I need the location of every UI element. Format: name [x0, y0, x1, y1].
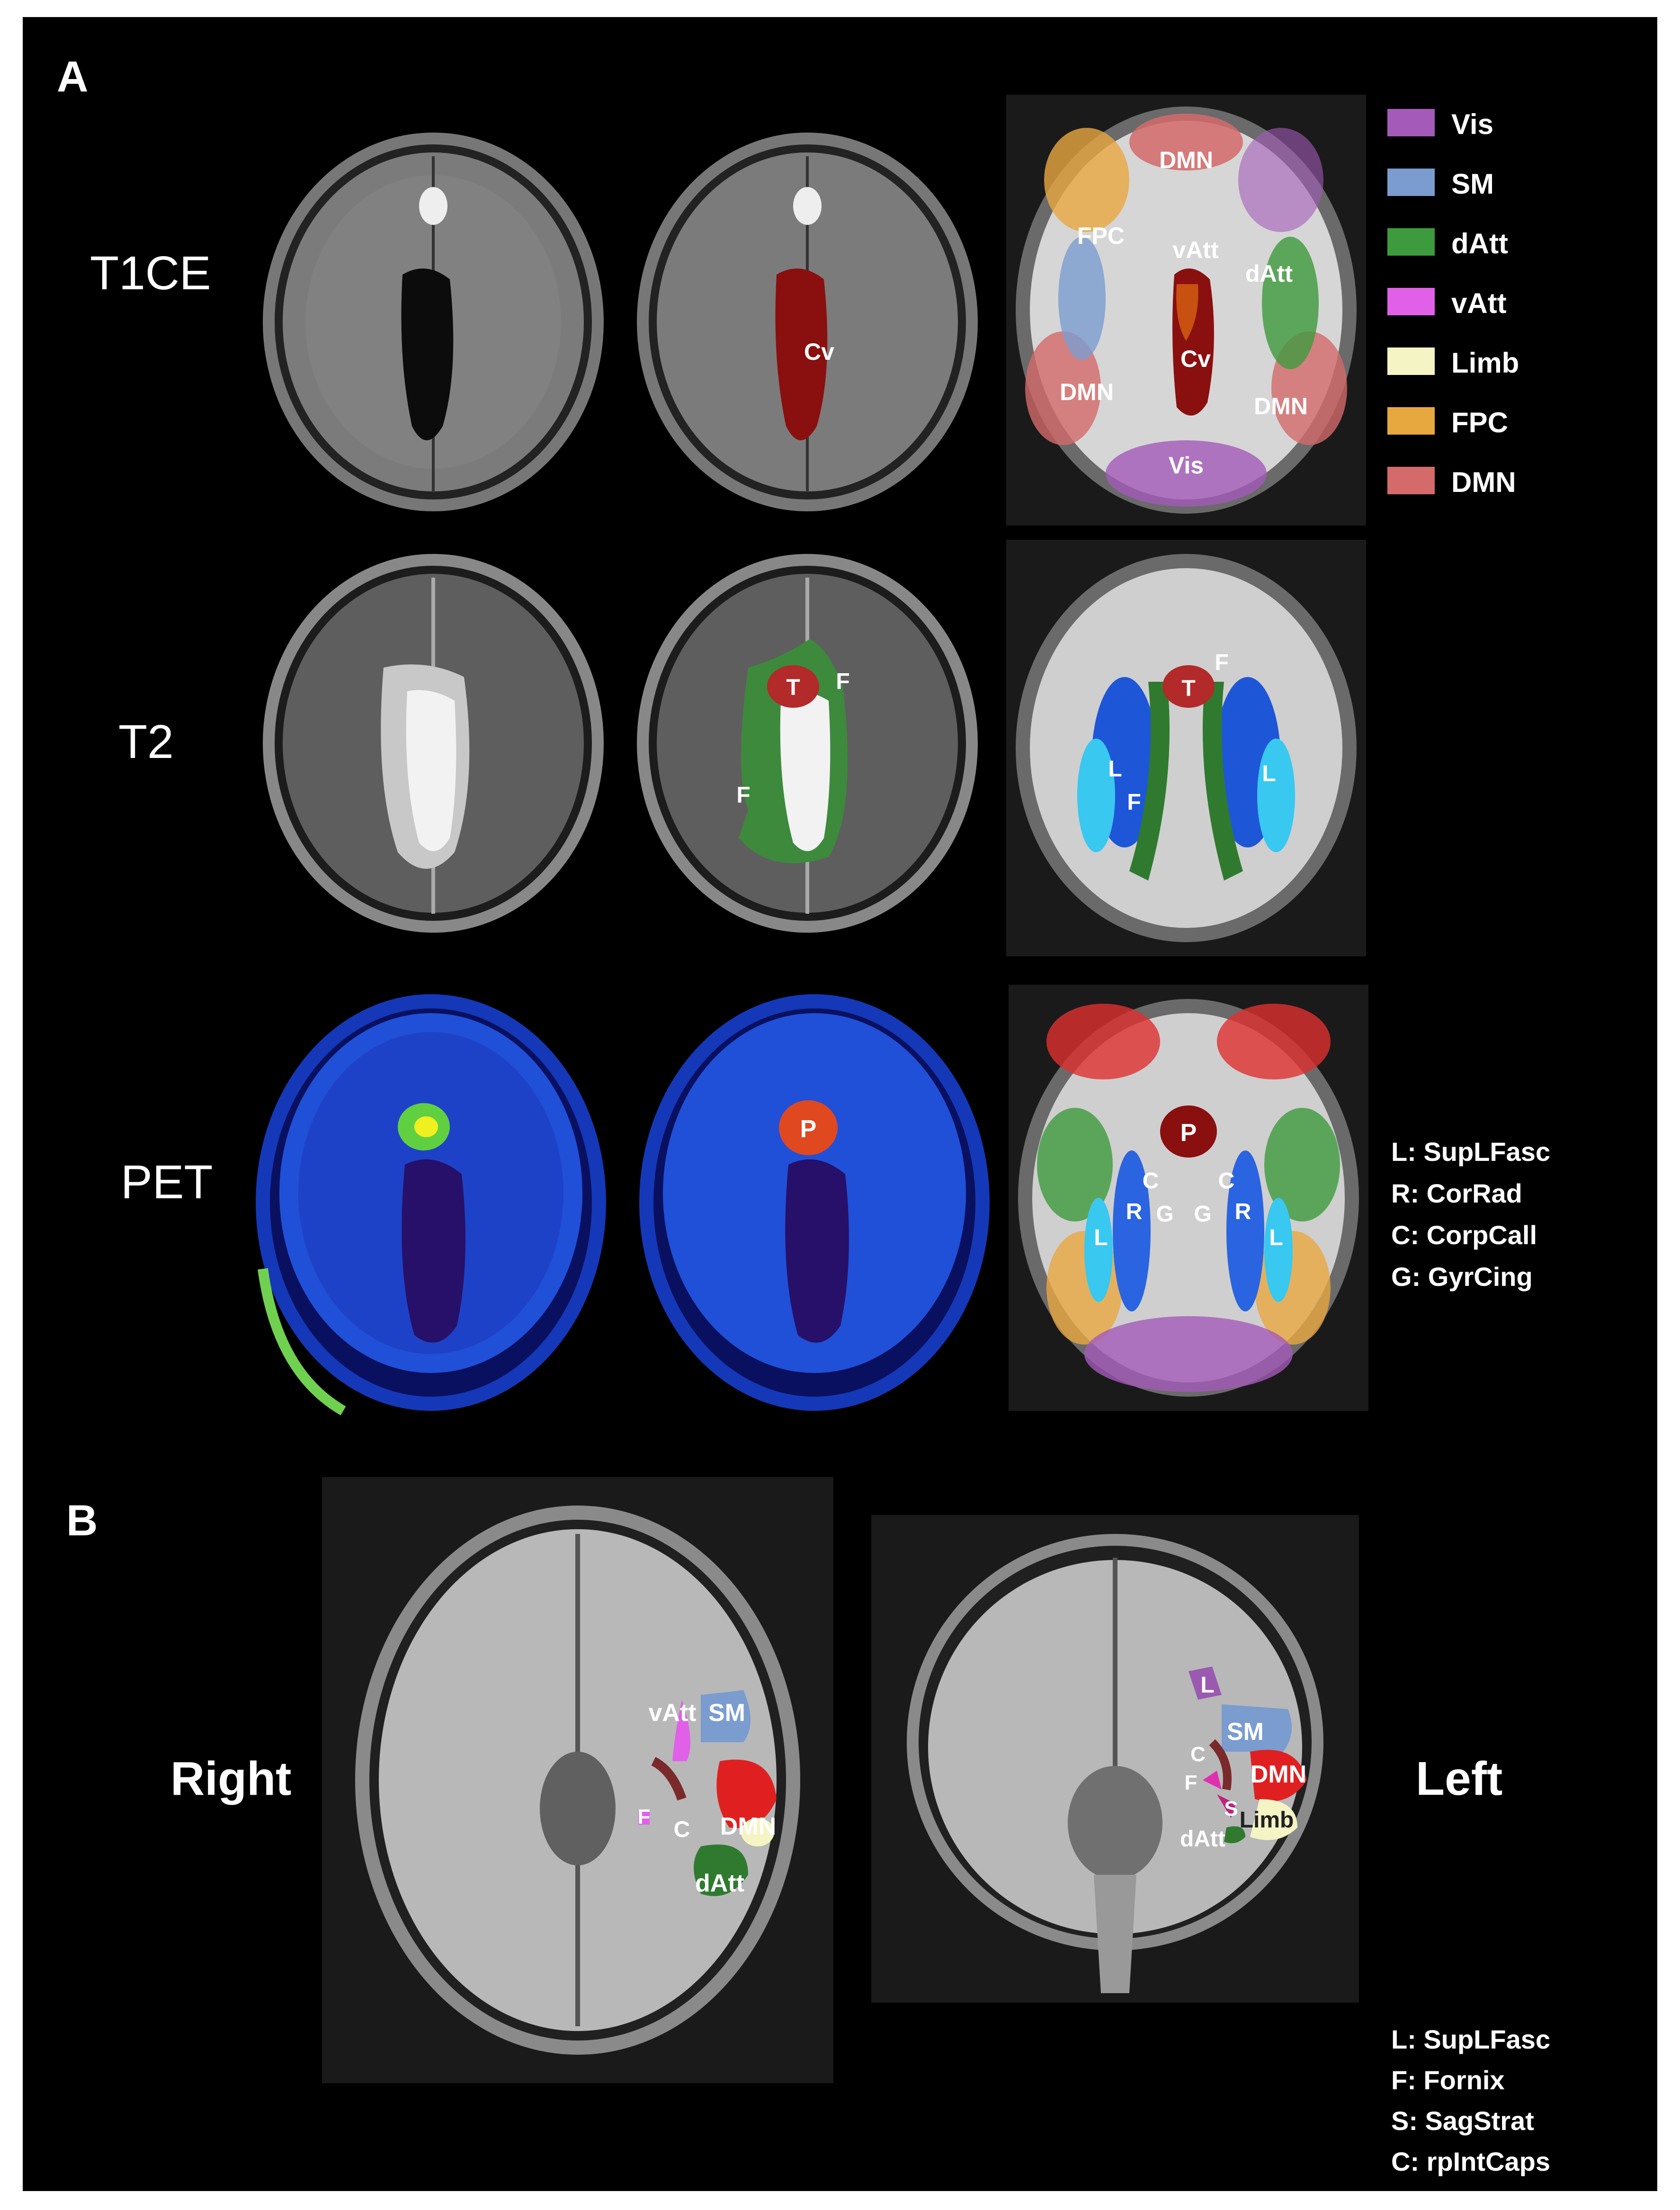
label-f-lower: F	[736, 783, 750, 808]
abbreviation-list-b: L: SupLFasc F: Fornix S: SagStrat C: rpI…	[1391, 2024, 1550, 2187]
abbreviation-item: S: SagStrat	[1391, 2106, 1534, 2136]
pet-network-tract-atlas: P C C R R G G L L	[1009, 985, 1368, 1411]
label-datt-coronal: dAtt	[1180, 1827, 1225, 1852]
legend-label: DMN	[1451, 466, 1516, 498]
t2-axial-scan	[263, 554, 604, 933]
abbreviation-item: R: CorRad	[1391, 1178, 1522, 1208]
legend-swatch	[1387, 288, 1435, 315]
label-cv: Cv	[804, 339, 834, 365]
legend-swatch	[1387, 348, 1435, 375]
abbreviation-item: L: SupLFasc	[1391, 1137, 1551, 1167]
label-l-right: L	[1262, 761, 1276, 786]
t2-lesion-overlay-scan: T F F	[637, 554, 978, 933]
axial-mni-template: vAtt SM F C DMN dAtt	[322, 1477, 833, 2083]
legend-label: FPC	[1451, 407, 1508, 438]
label-cv-atlas: Cv	[1180, 346, 1211, 372]
abbreviation-item: G: GyrCing	[1391, 1262, 1533, 1292]
legend-label: Vis	[1451, 108, 1493, 140]
label-vatt-b: vAtt	[648, 1699, 696, 1727]
label-c-left: C	[1143, 1168, 1159, 1194]
label-t: T	[786, 675, 800, 700]
row-label-t1ce: T1CE	[90, 247, 211, 300]
label-s-coronal: S	[1224, 1797, 1238, 1820]
legend-swatch	[1387, 228, 1435, 256]
legend-swatch	[1387, 109, 1435, 136]
label-l-right-pet: L	[1269, 1225, 1283, 1250]
pet-axial-scan	[256, 994, 606, 1416]
legend-swatch	[1387, 407, 1435, 435]
row-label-pet: PET	[121, 1156, 213, 1209]
label-f-b: F	[638, 1805, 651, 1828]
legend-label: dAtt	[1451, 228, 1508, 259]
label-dmn-b: DMN	[720, 1813, 776, 1840]
label-vis: Vis	[1169, 452, 1204, 479]
label-l-left: L	[1108, 757, 1122, 782]
label-dmn-top: DMN	[1159, 147, 1213, 173]
label-f-atlas-bottom: F	[1127, 790, 1141, 815]
label-dmn-right: DMN	[1254, 393, 1308, 419]
row-label-t2: T2	[118, 715, 174, 768]
side-label-right: Right	[170, 1752, 292, 1805]
t2-tract-atlas: T F L F L	[1006, 540, 1366, 956]
label-p-atlas: P	[1180, 1119, 1197, 1147]
label-f: F	[836, 669, 849, 694]
label-c-coronal: C	[1190, 1743, 1206, 1766]
abbreviation-item: C: rpIntCaps	[1391, 2147, 1550, 2176]
label-f-coronal: F	[1185, 1771, 1197, 1794]
label-datt-b: dAtt	[695, 1870, 744, 1897]
t1ce-network-atlas: DMN FPC vAtt dAtt Cv DMN DMN Vis	[1006, 95, 1366, 526]
label-dmn-left: DMN	[1060, 379, 1114, 405]
label-g-left: G	[1156, 1202, 1173, 1227]
panel-letter-b: B	[66, 1497, 98, 1545]
label-r-right: R	[1235, 1199, 1251, 1224]
label-l-left-pet: L	[1094, 1225, 1108, 1250]
legend-label: vAtt	[1451, 287, 1507, 319]
abbreviation-item: F: Fornix	[1391, 2065, 1505, 2095]
abbreviation-item: C: CorpCall	[1391, 1220, 1537, 1250]
legend-label: Limb	[1451, 347, 1519, 379]
label-p: P	[800, 1115, 817, 1143]
label-f-atlas-top: F	[1215, 650, 1228, 675]
label-vatt: vAtt	[1172, 237, 1219, 263]
label-fpc: FPC	[1077, 223, 1125, 249]
label-sm-b: SM	[708, 1699, 745, 1727]
coronal-mni-template: L SM C DMN F S Limb dAtt	[871, 1515, 1359, 2003]
label-c-right: C	[1218, 1168, 1235, 1194]
legend-swatch	[1387, 467, 1435, 494]
label-g-right: G	[1194, 1202, 1211, 1227]
t1ce-axial-scan	[263, 133, 604, 511]
legend-label: SM	[1451, 168, 1494, 200]
legend-swatch	[1387, 169, 1435, 196]
t1ce-lesion-overlay-scan: Cv	[637, 133, 978, 511]
label-sm-coronal: SM	[1227, 1718, 1264, 1746]
label-r-left: R	[1126, 1199, 1143, 1224]
label-t-atlas: T	[1181, 676, 1195, 701]
pet-lesion-overlay-scan: P	[639, 994, 990, 1411]
label-limb-coronal: Limb	[1240, 1808, 1294, 1833]
abbreviation-item: L: SupLFasc	[1391, 2024, 1551, 2054]
abbreviation-list-a: L: SupLFasc R: CorRad C: CorpCall G: Gyr…	[1391, 1136, 1550, 1303]
side-label-left: Left	[1416, 1752, 1503, 1805]
panel-letter-a: A	[57, 53, 89, 101]
label-dmn-coronal: DMN	[1251, 1761, 1306, 1788]
label-c-b: C	[674, 1817, 690, 1842]
label-datt: dAtt	[1245, 260, 1293, 287]
label-l-b: L	[1200, 1673, 1214, 1698]
